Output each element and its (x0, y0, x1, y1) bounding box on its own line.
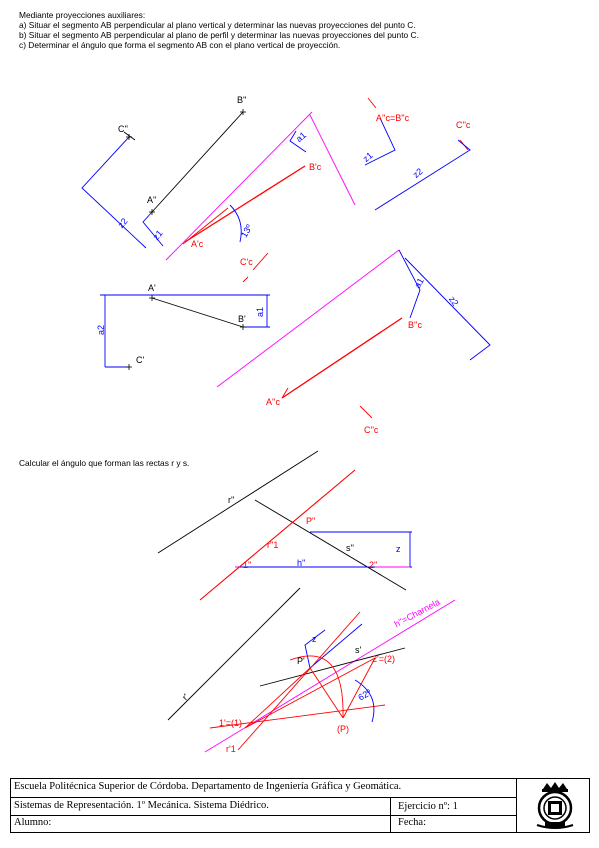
segment-a2b2 (151, 111, 244, 213)
rot-4 (309, 667, 344, 719)
instruction-heading: Mediante proyecciones auxiliares: (19, 10, 146, 20)
label-one2: 1'' (243, 560, 252, 570)
dim-label-a1-mid: a1 (255, 306, 266, 318)
tick-cc-2 (242, 276, 249, 283)
label-two1: 2'=(2) (372, 654, 395, 664)
row-student: Alumno: (11, 816, 391, 832)
rot-1 (237, 611, 361, 751)
angle-arc-13 (229, 204, 242, 243)
tick-a2c (281, 387, 289, 399)
label-r2: r'' (228, 495, 235, 505)
label-ac: A'c (191, 239, 204, 249)
dim-z2-ex1 (81, 136, 147, 249)
label-bc: B'c (309, 162, 322, 172)
label-r2-rot: r''1 (267, 540, 279, 550)
line-s2 (254, 499, 407, 591)
row-course: Sistemas de Representación. 1º Mecánica.… (11, 798, 391, 816)
university-seal-icon (536, 782, 574, 829)
label-c2c-low: C''c (364, 425, 379, 435)
dim-z-low-line (309, 623, 363, 669)
fold-line-2 (309, 114, 356, 206)
label-s2: s'' (346, 543, 354, 553)
row-date: Fecha: (391, 816, 517, 832)
hinge-line (204, 599, 456, 753)
fold-line-1 (165, 111, 313, 261)
fold-line-3 (216, 249, 400, 388)
label-a2c: A''c (266, 397, 280, 407)
label-r1-rot: r'1 (226, 744, 236, 754)
rot-2 (209, 704, 386, 729)
label-c2: C'' (118, 124, 128, 134)
label-c2c-top: C''c (456, 120, 471, 130)
course-text: Sistemas de Representación. 1º Mecánica.… (14, 800, 269, 811)
label-a2: A'' (147, 195, 157, 205)
r2-rotated (199, 469, 356, 601)
label-z: z (396, 544, 401, 554)
tick-c2 (123, 131, 136, 141)
dim-z-low (304, 629, 326, 669)
dim-z2-right (374, 139, 471, 211)
label-h2: h'' (297, 558, 306, 568)
rot-5 (342, 657, 376, 719)
line-r2 (157, 450, 319, 554)
segment-a1b1 (151, 297, 244, 328)
label-s1: s' (355, 645, 362, 655)
label-p-rot: (P) (337, 724, 349, 734)
exercise1-lines (81, 97, 491, 419)
dim-a1-low (398, 249, 421, 319)
instruction-a: a) Situar el segmento AB perpendicular a… (19, 20, 416, 30)
tick-c2c (359, 405, 373, 419)
title-block: Escuela Politécnica Superior de Córdoba.… (10, 778, 590, 833)
label-b2c: B''c (408, 320, 422, 330)
dim-z1-right (364, 117, 396, 166)
instruction-c: c) Determinar el ángulo que forma el seg… (19, 40, 341, 50)
exercise-number: Ejercicio nº: 1 (398, 801, 458, 812)
label-two2: 2'' (369, 560, 378, 570)
instruction-b: b) Situar el segmento AB perpendicular a… (19, 30, 419, 40)
tick-acbc (367, 97, 377, 109)
exercise2-prompt: Calcular el ángulo que forman las rectas… (19, 458, 190, 468)
row-school: Escuela Politécnica Superior de Córdoba.… (11, 779, 517, 798)
label-b1: B' (238, 314, 246, 324)
rot-6 (244, 667, 311, 729)
label-b2: B'' (237, 95, 247, 105)
arc-construct (182, 207, 229, 245)
dim-z2-low (404, 257, 491, 361)
label-z-low: z (312, 634, 317, 644)
angle-arc-62 (354, 679, 375, 723)
label-c1: C' (136, 355, 145, 365)
label-a1: A' (148, 283, 156, 293)
rot-3 (244, 657, 376, 729)
dim-a1-ex1 (289, 130, 307, 153)
tick-cc (252, 252, 269, 271)
rot-arc (289, 655, 344, 719)
label-p1: P' (297, 656, 305, 666)
segment-a2cb2c (281, 317, 403, 399)
segment-acbc (184, 165, 306, 243)
student-label: Alumno: (14, 817, 52, 828)
row-exercise: Ejercicio nº: 1 (391, 798, 517, 816)
date-label: Fecha: (398, 817, 426, 828)
dim-label-a2: a2 (96, 324, 107, 336)
label-cc: C'c (240, 257, 253, 267)
line-r1 (167, 587, 301, 721)
school-text: Escuela Politécnica Superior de Córdoba.… (14, 781, 402, 792)
label-one1: 1'=(1) (219, 718, 242, 728)
label-acbc: A''c=B''c (376, 113, 410, 123)
exercise2-lines (157, 450, 456, 753)
point-marks (126, 109, 246, 370)
dim-z1-ex1 (142, 211, 164, 247)
label-p2: P'' (306, 516, 316, 526)
